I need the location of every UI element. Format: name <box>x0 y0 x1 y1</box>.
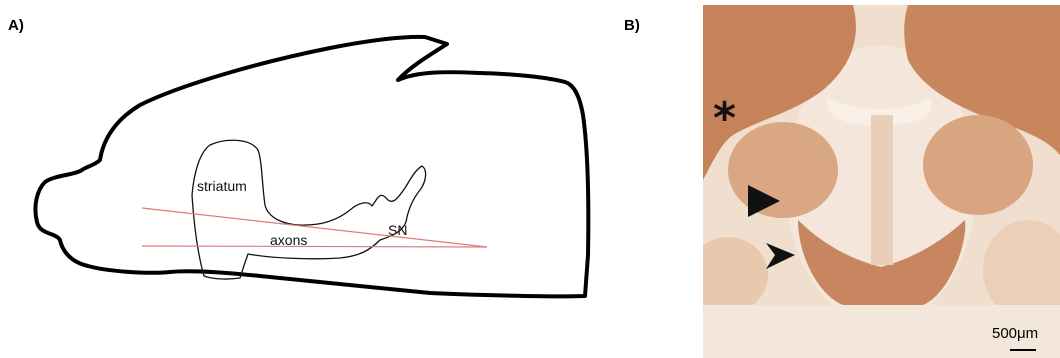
striatum-left <box>728 122 838 218</box>
striatum-outline <box>192 140 426 279</box>
label-sn: SN <box>388 222 407 238</box>
label-striatum: striatum <box>197 178 247 194</box>
scale-bar-label: 500μm <box>992 325 1038 342</box>
cut-line-lower <box>142 246 487 247</box>
cut-line-upper <box>142 208 487 247</box>
striatum-right <box>923 115 1033 215</box>
ventral-column <box>871 115 893 265</box>
brain-outline <box>35 37 588 297</box>
sagittal-brain-diagram: striatum axons SN <box>0 0 640 358</box>
label-axons: axons <box>270 232 307 248</box>
asterisk-marker: * <box>713 93 736 144</box>
coronal-section-micrograph: * 500μm <box>703 5 1060 358</box>
